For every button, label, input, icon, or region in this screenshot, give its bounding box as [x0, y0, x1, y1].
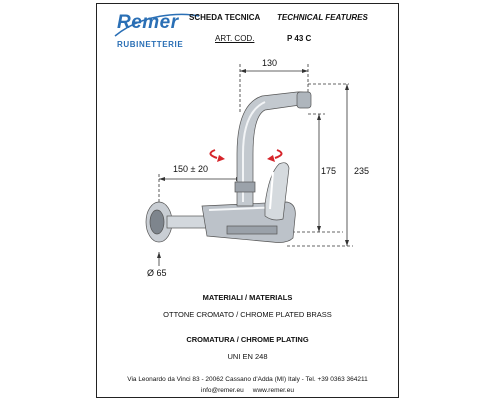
materials-heading: MATERIALI / MATERIALS — [202, 293, 293, 302]
faucet-body — [145, 91, 312, 243]
footer-address: Via Leonardo da Vinci 83 - 20062 Cassano… — [127, 376, 368, 383]
brand-subtitle: RUBINETTERIE — [117, 40, 184, 49]
technical-sheet: Remer RUBINETTERIE SCHEDA TECNICA TECHNI… — [96, 3, 399, 398]
dim-spout-height: 175 — [321, 166, 337, 176]
title-english: TECHNICAL FEATURES — [277, 13, 368, 22]
rotation-arrows-icon — [209, 149, 283, 162]
dim-total-height: 235 — [354, 166, 370, 176]
materials-text: OTTONE CROMATO / CHROME PLATED BRASS — [163, 310, 332, 319]
footer-contact: info@remer.eu www.remer.eu — [201, 387, 294, 394]
article-code-label: ART. COD. — [215, 34, 255, 43]
brand-name: Remer — [117, 12, 179, 33]
dim-centres: 150 ± 20 — [173, 164, 208, 174]
plating-standard: UNI EN 248 — [227, 352, 268, 361]
dim-spout-reach: 130 — [262, 58, 278, 68]
faucet-drawing — [145, 64, 353, 266]
title-italian: SCHEDA TECNICA — [189, 13, 261, 22]
article-code-value: P 43 C — [287, 34, 312, 43]
dim-connection-diameter: Ø 65 — [147, 268, 167, 278]
dimension-lines — [158, 64, 353, 266]
logo-swoosh-icon — [114, 13, 200, 37]
plating-heading: CROMATURA / CHROME PLATING — [186, 335, 309, 344]
